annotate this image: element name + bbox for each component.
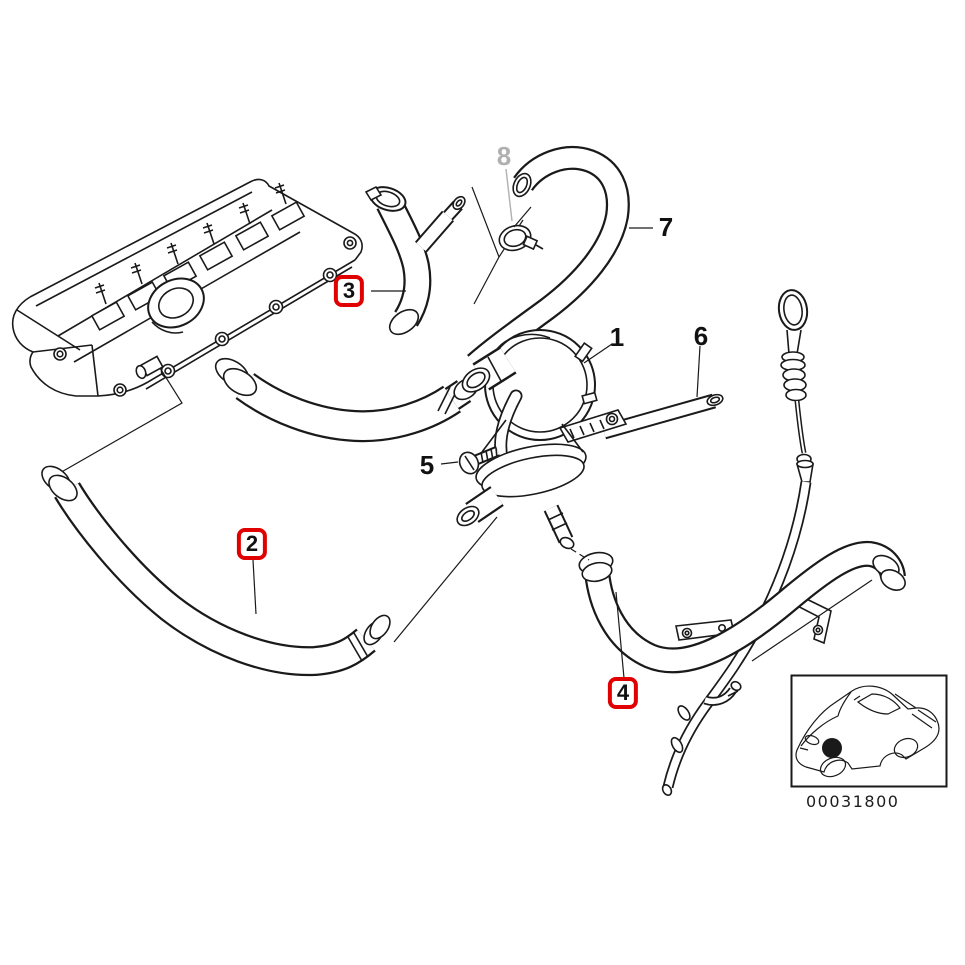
callout-1[interactable]: 1 bbox=[609, 322, 625, 352]
vent-valve-unit bbox=[456, 329, 628, 550]
break-mark bbox=[471, 186, 500, 305]
pointer-lines bbox=[393, 516, 873, 662]
leader-cover-to-hose2 bbox=[57, 367, 183, 475]
hose-7 bbox=[467, 146, 630, 374]
oil-dipstick bbox=[661, 289, 832, 796]
callout-8[interactable]: 8 bbox=[496, 141, 512, 171]
diagram-code: 00031800 bbox=[806, 792, 900, 811]
hose-2 bbox=[41, 465, 391, 677]
callout-6[interactable]: 6 bbox=[693, 321, 709, 351]
callout-2[interactable]: 2 bbox=[236, 528, 268, 560]
bolt-5 bbox=[458, 445, 501, 475]
car-inset-thumbnail bbox=[790, 674, 948, 788]
callout-4[interactable]: 4 bbox=[607, 677, 639, 709]
callout-7[interactable]: 7 bbox=[658, 212, 674, 242]
middle-connecting-hose bbox=[214, 357, 479, 443]
callout-5[interactable]: 5 bbox=[419, 450, 435, 480]
callout-leaders bbox=[252, 168, 701, 679]
tube-6 bbox=[601, 393, 724, 440]
hose-clamp-8 bbox=[498, 206, 544, 252]
hose-4 bbox=[578, 540, 906, 674]
callout-3[interactable]: 3 bbox=[333, 275, 365, 307]
highlight-dot bbox=[822, 738, 842, 758]
hose-3 bbox=[364, 185, 466, 336]
valve-cover-drawing bbox=[11, 178, 363, 397]
